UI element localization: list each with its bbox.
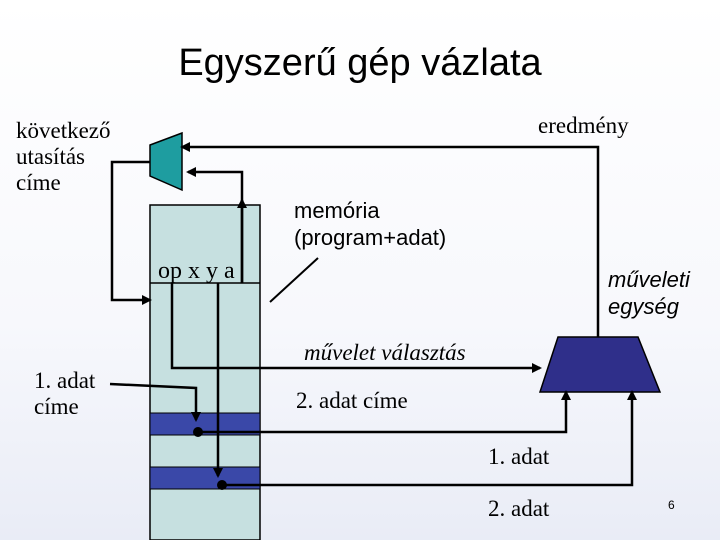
instruction-format-label: op x y a: [158, 258, 235, 284]
data1-address-label: 1. adat címe: [34, 368, 96, 419]
address-multiplexer: [149, 131, 183, 192]
operation-select-line: [170, 283, 542, 373]
data1-line: [198, 390, 571, 434]
alu-unit: [538, 336, 662, 393]
result-line: [180, 142, 600, 337]
memory-label-connector: [269, 257, 319, 303]
data1-memory-cell: [149, 412, 261, 436]
alu-label: műveleti egység: [608, 267, 690, 319]
memory-block: [149, 204, 261, 540]
data2-label: 2. adat: [488, 496, 550, 521]
page-number: 6: [668, 498, 675, 512]
data1-label: 1. adat: [488, 444, 550, 469]
data2-memory-cell: [149, 466, 261, 490]
slide-title: Egyszerű gép vázlata: [178, 42, 542, 84]
data1-address-line: [109, 382, 201, 422]
data2-line: [222, 390, 637, 487]
operation-select-label: művelet választás: [304, 340, 466, 365]
memory-label: memória (program+adat): [294, 198, 447, 250]
next-address-line: [110, 160, 152, 305]
data2-address-label: 2. adat címe: [296, 388, 408, 413]
result-label: eredmény: [538, 113, 629, 138]
next-instruction-address-label: következő utasítás címe: [16, 118, 111, 195]
